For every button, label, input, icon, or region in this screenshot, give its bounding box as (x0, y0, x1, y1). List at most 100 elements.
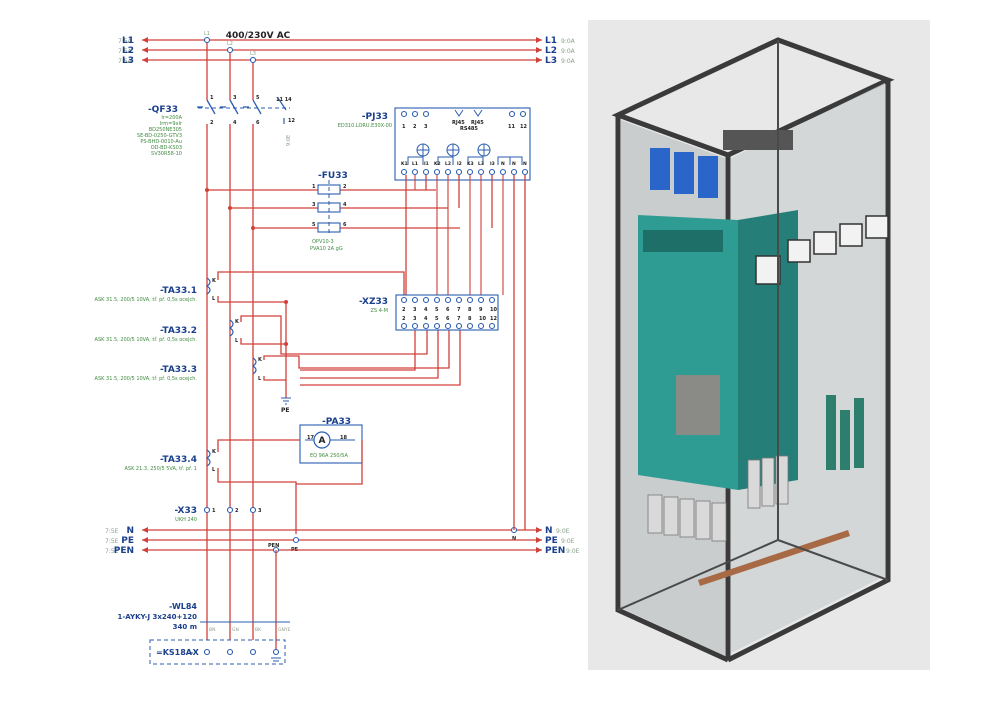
qf33-pin: 1 (210, 95, 214, 101)
ammeter-symbol: A (319, 436, 326, 446)
svg-text:GNYE: GNYE (278, 627, 291, 633)
svg-text:L: L (212, 296, 216, 302)
svg-text:9: 9 (479, 307, 483, 313)
bus-n: 7:5E N N 9:0E N (105, 175, 570, 542)
supply-ref-right: 9:0A (561, 48, 576, 55)
svg-text:K2: K2 (434, 161, 441, 167)
pe-label: PE (281, 407, 290, 414)
qf33-spec: OD-BD-KS03 (151, 145, 182, 151)
svg-text:PEN: PEN (545, 546, 565, 556)
ct-tag: -TA33.4 (160, 455, 197, 465)
qf33-spec: Ir=200A (161, 115, 182, 121)
qf33-spec: BD250NE305 (149, 127, 182, 133)
xz33-tag: -XZ33 (359, 297, 388, 307)
tap-label: L2 (227, 41, 233, 47)
svg-text:K: K (212, 278, 217, 284)
svg-text:5: 5 (435, 307, 439, 313)
svg-text:2: 2 (343, 184, 347, 190)
mounting-plate (638, 210, 798, 490)
svg-text:BK: BK (255, 627, 262, 633)
svg-text:7:5E: 7:5E (105, 538, 119, 545)
svg-text:2: 2 (402, 316, 406, 322)
svg-text:K1: K1 (401, 161, 408, 167)
pj33-bottom-pins: K1 L1 I1 K2 L2 I2 K3 L3 I3 N N N (400, 161, 529, 176)
qf33-spec: PS-BHD-0010-Au (140, 139, 182, 145)
svg-text:1: 1 (212, 508, 216, 514)
qf33-aux-ref: 9:0E (286, 135, 292, 146)
cabinet-3d-render (588, 20, 930, 670)
svg-text:2: 2 (402, 307, 406, 313)
svg-text:L1: L1 (412, 161, 418, 167)
svg-text:2: 2 (235, 508, 239, 514)
qf33-pin: 4 (233, 120, 237, 126)
tap-label: L1 (204, 31, 210, 37)
supply-line-l2: 7:5A L2 L2 9:0A (118, 46, 576, 56)
ks-tag: =KS18A (156, 648, 193, 657)
svg-text:12: 12 (490, 316, 497, 322)
svg-text:10: 10 (479, 316, 486, 322)
n-label: N (512, 536, 516, 542)
svg-text:3: 3 (413, 307, 417, 313)
ct-ta33-4: -TA33.4 ASK 21.3, 250/5 5VA, tř. př. 1 K… (124, 439, 363, 534)
meter-pj33: -PJ33 ED310.LORU.E30X-00 1 2 3 11 12 RJ4… (338, 107, 531, 181)
terminal-ks18a: =KS18A -X (149, 639, 286, 665)
pj33-model: ED310.LORU.E30X-00 (338, 123, 392, 129)
main-phase-wires (206, 124, 254, 640)
svg-text:9:0E: 9:0E (556, 528, 570, 535)
ct-ta33-3: -TA33.3 ASK 31.5, 200/5 10VA, tř. př. 0,… (95, 330, 450, 382)
qf33-pin: 2 (210, 120, 214, 126)
x33-tag: -X33 (175, 506, 197, 516)
pa33-model: EQ 96A 250/5A (310, 453, 348, 459)
ct-ta33-2: -TA33.2 ASK 31.5, 200/5 10VA, tř. př. 0,… (95, 315, 428, 355)
svg-text:PE: PE (545, 536, 558, 546)
svg-text:7:5E: 7:5E (105, 528, 119, 535)
svg-text:PE: PE (121, 536, 134, 546)
svg-text:4: 4 (343, 202, 347, 208)
fuses-fu33: -FU33 1 2 3 4 5 6 OPV10-3 PVA10 2A gG (205, 171, 460, 252)
svg-text:PEN: PEN (268, 543, 279, 549)
supply-line-label: L2 (545, 46, 557, 56)
svg-text:7: 7 (457, 307, 461, 313)
pa33-tag: -PA33 (322, 417, 351, 427)
svg-text:17: 17 (307, 435, 314, 441)
qf33-tag: -QF33 (148, 105, 178, 115)
svg-text:K: K (258, 357, 263, 363)
qf33-spec: SE-BD-0250-GTV3 (137, 133, 182, 139)
x33-model: UKH 240 (175, 517, 197, 523)
pj33-pin: 11 (508, 124, 515, 130)
ammeter-pa33: -PA33 A 17 18 EQ 96A 250/5A (299, 417, 363, 464)
cabinet-illustration (588, 20, 930, 670)
svg-text:8: 8 (468, 307, 472, 313)
svg-text:18: 18 (340, 435, 347, 441)
ct-spec: ASK 31.5, 200/5 10VA, tř. př. 0,5s ocejc… (95, 336, 198, 343)
ct-tag: -TA33.3 (160, 365, 197, 375)
cable-length: 340 m (173, 623, 197, 631)
svg-text:4: 4 (424, 307, 428, 313)
pj33-bus: RS485 (460, 126, 478, 132)
svg-text:I3: I3 (490, 161, 495, 167)
xz33-model: ZS 4-M (371, 308, 389, 314)
ct-spec: ASK 31.5, 200/5 10VA, tř. př. 0,5s ocejc… (95, 375, 198, 382)
svg-text:4: 4 (424, 316, 428, 322)
supply-line-label: L3 (122, 56, 134, 66)
qf33-pin: 5 (256, 95, 260, 101)
svg-text:3: 3 (258, 508, 262, 514)
svg-text:BN: BN (209, 627, 215, 633)
supply-ref-left: 7:5A (118, 58, 133, 65)
svg-text:6: 6 (446, 307, 450, 313)
side-rails (826, 395, 864, 470)
fu33-spec: PVA10 2A gG (310, 246, 343, 252)
ct-return-bus: PE (281, 300, 291, 414)
svg-text:7: 7 (457, 316, 461, 322)
supply-taps: L1 L2 L3 (203, 31, 257, 100)
ks-sub: -X (190, 648, 200, 657)
qf33-pin: 3 (233, 95, 237, 101)
svg-text:I2: I2 (457, 161, 462, 167)
voltage-wires (425, 175, 526, 530)
svg-text:N: N (523, 161, 527, 167)
bus-pen: 7:5E PEN PEN 9:0E PEN (105, 543, 580, 655)
svg-text:5: 5 (435, 316, 439, 322)
supply-ref-right: 9:0A (561, 58, 576, 65)
